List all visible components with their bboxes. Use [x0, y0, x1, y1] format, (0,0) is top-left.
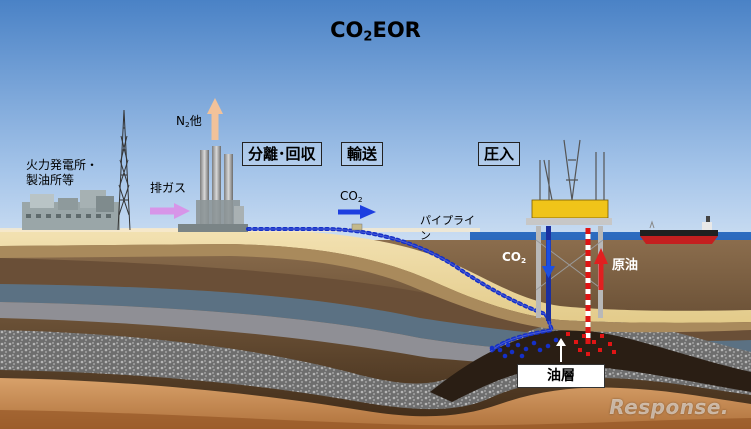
label-transport: 輸送 [341, 142, 384, 166]
label-n2: N2他 [176, 114, 202, 129]
factory-icon [22, 190, 120, 230]
chimney-icon [178, 146, 248, 232]
label-separation: 分離･回収 [242, 142, 322, 166]
oil-rig-icon [117, 109, 131, 231]
label-exhaust: 排ガス [150, 181, 187, 195]
land-subsurface [0, 244, 751, 333]
label-co2-injection: CO2 [502, 250, 527, 265]
oil-dots [566, 332, 616, 356]
transport-arrow [360, 205, 376, 219]
page-title: CO2EOR [330, 18, 421, 45]
label-co2-transport: CO2 [340, 189, 363, 204]
label-injection: 圧入 [478, 142, 521, 166]
exhaust-arrow [174, 203, 190, 219]
co2-dots [489, 337, 559, 359]
label-pipeline: パイプライ ン [420, 214, 475, 242]
land-surface [0, 228, 751, 323]
tanker-ship-icon [640, 216, 718, 244]
n2-up-arrow [207, 98, 223, 114]
label-crude-oil: 原油 [612, 258, 639, 273]
label-power-plant: 火力発電所・ 製油所等 [26, 158, 99, 187]
pump-jack-icon [351, 223, 363, 231]
crude-oil-up-arrow [594, 248, 608, 264]
label-oil-layer: 油層 [517, 364, 605, 388]
watermark: Response. [609, 395, 729, 419]
co2-down-arrow [542, 266, 555, 278]
